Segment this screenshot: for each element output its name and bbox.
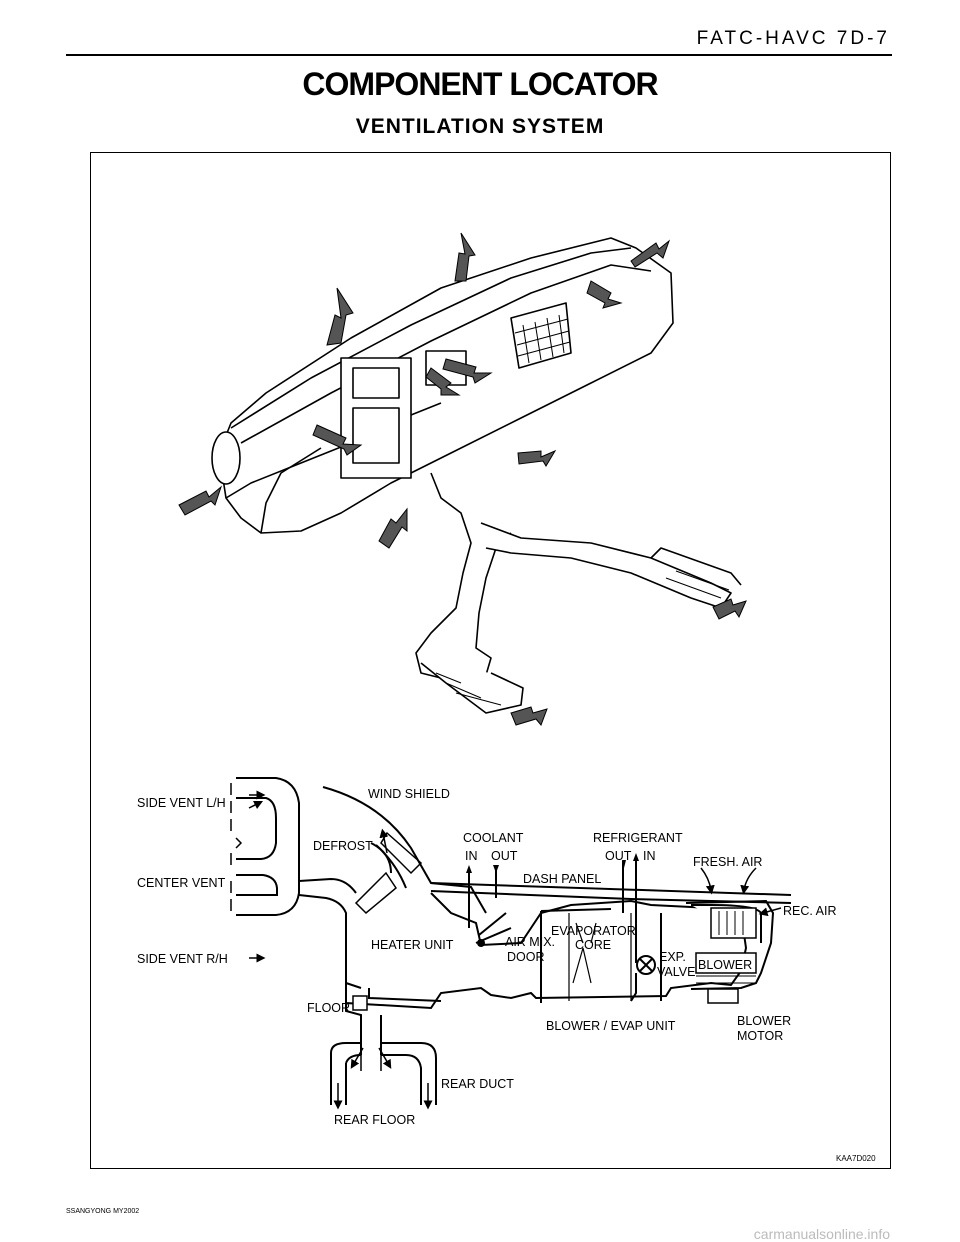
ventilation-figure: SIDE VENT L/H CENTER VENT SIDE VENT R/H … <box>137 232 876 1163</box>
label-refrigerant-out: OUT <box>605 849 632 863</box>
label-rec-air: REC. AIR <box>783 904 837 918</box>
label-rear-duct: REAR DUCT <box>441 1077 514 1091</box>
footer-watermark: carmanualsonline.info <box>753 1226 890 1242</box>
label-blower-motor-2: MOTOR <box>737 1029 783 1043</box>
label-evaporator-2: CORE <box>575 938 611 952</box>
footer-brand: SSANGYONG MY2002 <box>66 1208 140 1215</box>
label-dash-panel: DASH PANEL <box>523 872 601 886</box>
page-title: COMPONENT LOCATOR <box>302 66 658 102</box>
label-exp-valve-2: VALVE <box>657 965 695 979</box>
figure-code: KAA7D020 <box>836 1154 876 1163</box>
label-side-vent-rh: SIDE VENT R/H <box>137 952 228 966</box>
label-coolant: COOLANT <box>463 831 524 845</box>
figure-frame: SIDE VENT L/H CENTER VENT SIDE VENT R/H … <box>90 152 891 1169</box>
label-defrost: DEFROST <box>313 839 373 853</box>
label-fresh-air: FRESH. AIR <box>693 855 762 869</box>
label-coolant-in: IN <box>465 849 478 863</box>
label-rear-floor: REAR FLOOR <box>334 1113 415 1127</box>
label-heater-unit: HEATER UNIT <box>371 938 454 952</box>
airflow-arrows <box>178 232 747 726</box>
dashboard-illustration <box>211 237 742 714</box>
label-refrigerant: REFRIGERANT <box>593 831 683 845</box>
label-air-mix-2: DOOR <box>507 950 545 964</box>
label-coolant-out: OUT <box>491 849 518 863</box>
header-section-title: FATC-HAVC 7D-7 <box>696 28 890 49</box>
label-side-vent-lh: SIDE VENT L/H <box>137 796 226 810</box>
header-rule <box>66 54 892 56</box>
label-blower-motor-1: BLOWER <box>737 1014 791 1028</box>
label-blower: BLOWER <box>698 958 752 972</box>
label-floor: FLOOR <box>307 1001 350 1015</box>
right-vent-grille <box>510 302 572 369</box>
label-refrigerant-in: IN <box>643 849 656 863</box>
label-air-mix-1: AIR MIX. <box>505 935 555 949</box>
schematic <box>230 777 792 1110</box>
page-subtitle: VENTILATION SYSTEM <box>355 115 605 138</box>
label-wind-shield: WIND SHIELD <box>368 787 450 801</box>
label-center-vent: CENTER VENT <box>137 876 226 890</box>
label-evaporator-1: EVAPORATOR <box>551 924 636 938</box>
label-blower-evap-unit: BLOWER / EVAP UNIT <box>546 1019 676 1033</box>
label-exp-valve-1: EXP. <box>659 950 686 964</box>
